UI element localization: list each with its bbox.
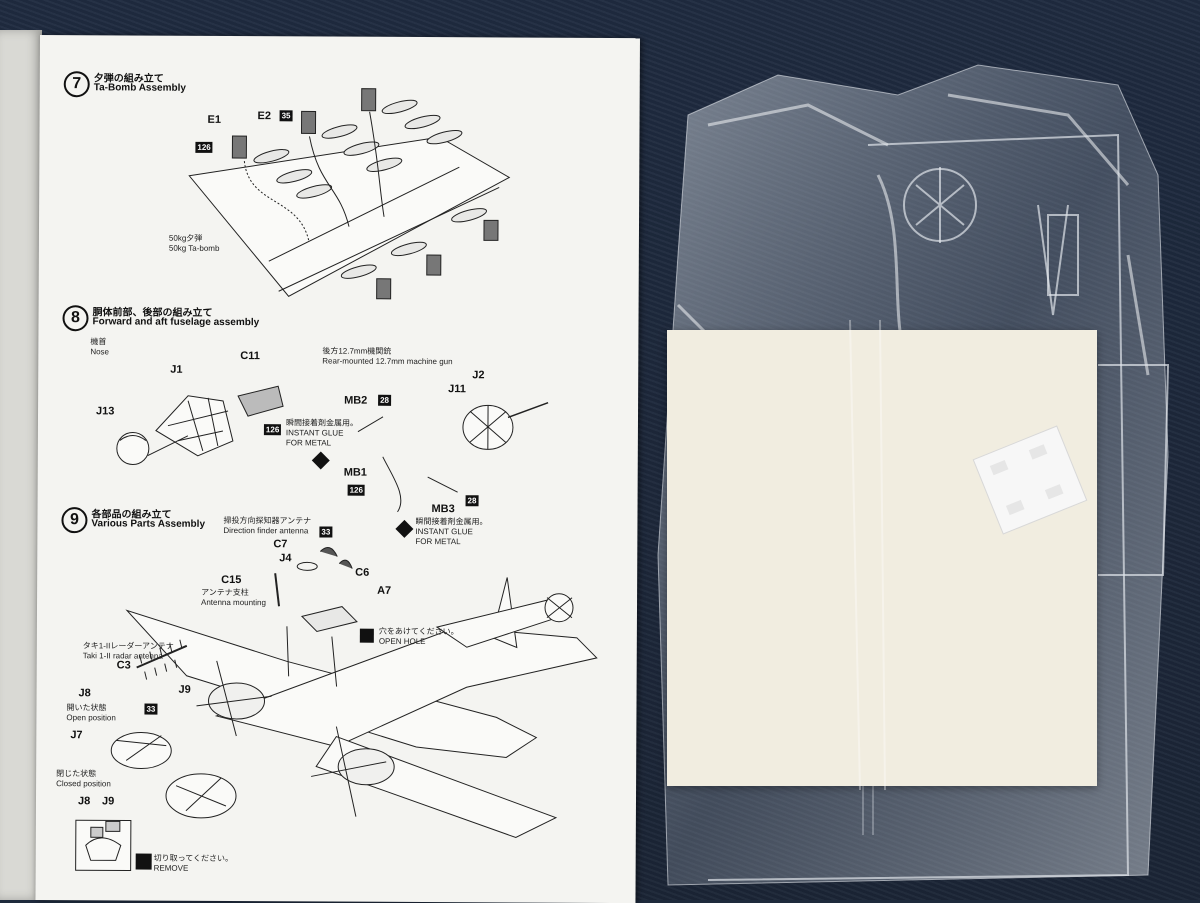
- instant-glue-diamond-icon: [395, 519, 414, 538]
- remove-cut-icon: [135, 853, 152, 870]
- drill-hole-icon: [359, 628, 374, 643]
- clear-part: [972, 425, 1088, 535]
- paper-card: [667, 330, 1097, 786]
- instant-glue-diamond-icon: [311, 451, 330, 470]
- page-edge: [0, 30, 42, 900]
- instruction-sheet: 7 夕弾の組み立て Ta-Bomb Assembly E1 E2 35 126 …: [35, 35, 640, 903]
- instruction-drawings: [75, 88, 598, 871]
